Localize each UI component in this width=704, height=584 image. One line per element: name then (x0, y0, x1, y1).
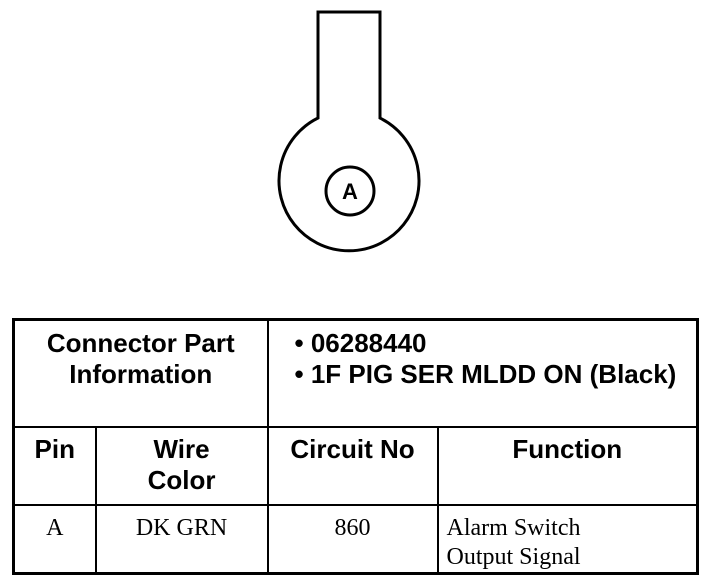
part-number: • 06288440 (294, 328, 427, 358)
connector-diagram: A (277, 10, 421, 253)
column-header-pin: Pin (12, 425, 97, 506)
column-header-circuit-no: Circuit No (266, 425, 439, 506)
table-row: A DK GRN 860 Alarm Switch Output Signal (12, 503, 699, 574)
connector-table: Connector Part Information • 06288440 • … (12, 318, 700, 575)
circuit-no-cell: 860 (266, 503, 439, 574)
function-cell: Alarm Switch Output Signal (436, 503, 699, 574)
part-info-row: Connector Part Information • 06288440 • … (12, 318, 699, 428)
terminal-circle (324, 165, 376, 217)
connector-outline (277, 10, 421, 253)
terminal-label: A (342, 179, 358, 204)
connector-description: • 1F PIG SER MLDD ON (Black) (294, 359, 677, 389)
column-header-row: Pin Wire Color Circuit No Function (12, 425, 699, 506)
part-info-label: Connector Part Information (12, 318, 269, 428)
wire-color-cell: DK GRN (94, 503, 269, 574)
column-header-function: Function (436, 425, 699, 506)
pin-cell: A (12, 503, 97, 574)
column-header-wire-color: Wire Color (94, 425, 269, 506)
part-info-values: • 06288440 • 1F PIG SER MLDD ON (Black) (266, 318, 699, 428)
